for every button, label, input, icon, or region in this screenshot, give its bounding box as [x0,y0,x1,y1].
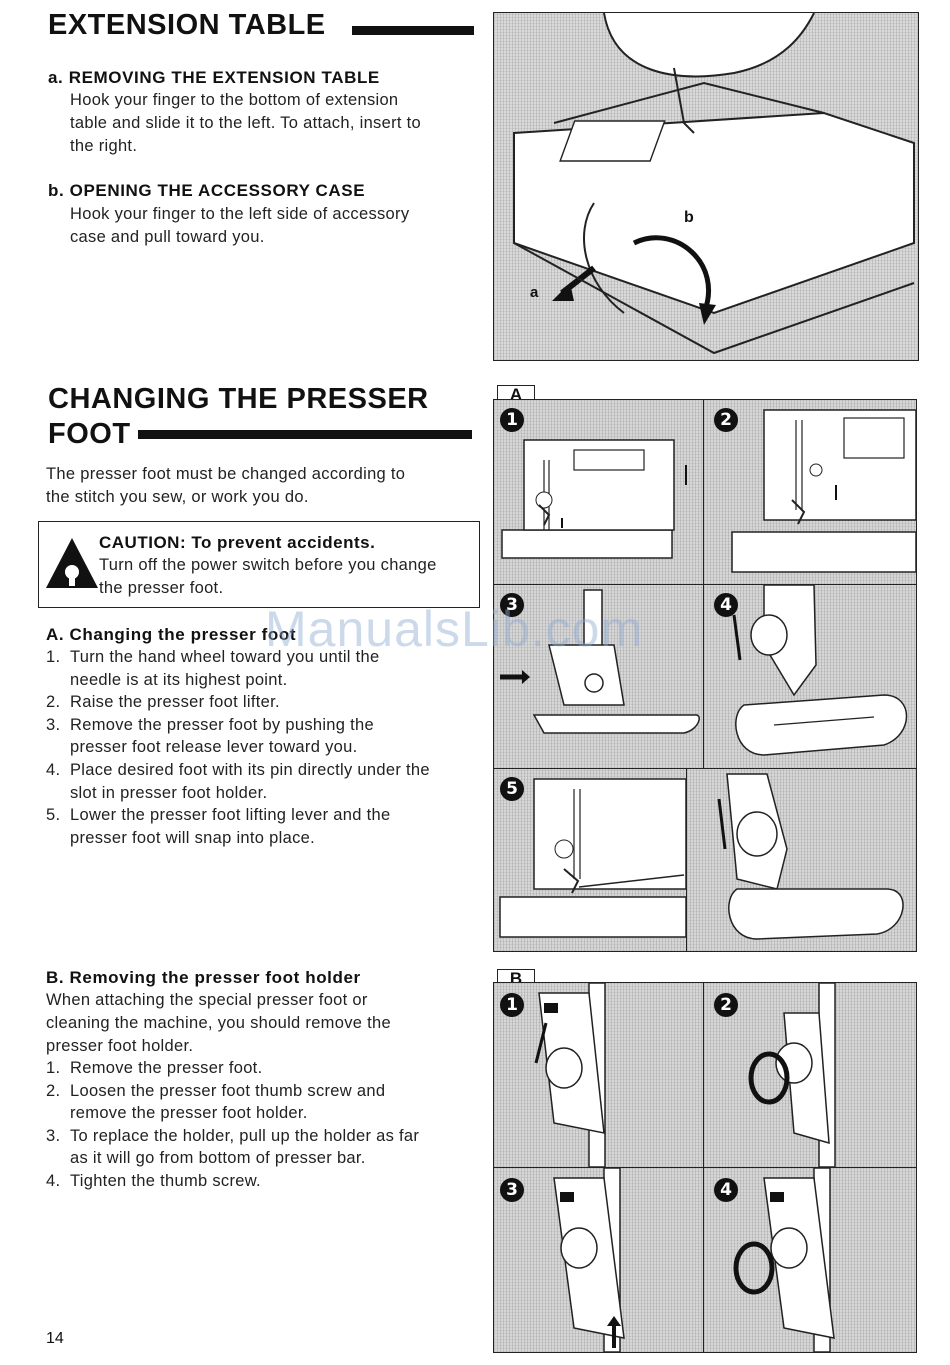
subheading-removing-presser-foot-holder: B. Removing the presser foot holder [46,968,361,987]
list-item: 5.Lower the presser foot lifting lever a… [46,806,391,847]
title-rule [352,26,474,35]
step-number-1-badge: 1 [500,408,524,432]
removing-holder-intro: When attaching the special presser foot … [46,991,391,1055]
machine-front-illustration [499,778,686,938]
page-number: 14 [46,1330,64,1347]
figure-b-step-2: 2 [703,982,917,1168]
watermark: ManualsLib.com [265,601,644,657]
figure-a-step-1: 1 [493,399,705,585]
presser-foot-holder-illustration [534,983,606,1167]
step-number-4-badge: 4 [714,1178,738,1202]
opening-accessory-case-text: Hook your finger to the left side of acc… [70,205,410,246]
figure-a-step-5-closeup [686,768,917,952]
presser-foot-intro: The presser foot must be changed accordi… [46,465,406,506]
removing-extension-table-text: Hook your finger to the bottom of extens… [70,91,421,155]
step-number-5-badge: 5 [500,777,524,801]
step-number-1-badge: 1 [500,993,524,1017]
caution-text: Turn off the power switch before you cha… [99,556,437,597]
figure-b-step-1: 1 [493,982,705,1168]
figure-a-step-4: 4 [703,584,917,769]
extension-table-figure: a b [493,12,919,361]
section-title-changing-presser-foot-line2: FOOT [48,418,131,450]
machine-front-illustration [731,409,916,573]
figure-a-step-2: 2 [703,399,917,585]
figure-label-b: b [684,209,694,226]
title-rule [138,430,472,439]
figure-label-a: a [530,284,539,301]
warning-triangle-icon [46,538,98,588]
figure-a-step-5: 5 [493,768,687,952]
step-number-3-badge: 3 [500,1178,524,1202]
subheading-opening-accessory-case: b. OPENING THE ACCESSORY CASE [48,181,366,200]
presser-foot-holder-illustration [553,1168,625,1352]
step-number-2-badge: 2 [714,408,738,432]
removing-holder-steps: 1.Remove the presser foot. 2.Loosen the … [46,1057,476,1193]
list-item: 1.Remove the presser foot. [46,1059,263,1077]
list-item: 4.Place desired foot with its pin direct… [46,760,430,802]
list-item: 1.Turn the hand wheel toward you until t… [46,648,380,689]
step-number-2-badge: 2 [714,993,738,1017]
presser-foot-holder-illustration [733,1168,835,1352]
presser-foot-holder-illustration [748,983,836,1167]
list-item: 2.Raise the presser foot lifter. [46,693,280,712]
presser-foot-closeup-illustration [717,773,904,940]
subheading-changing-presser-foot: A. Changing the presser foot [46,625,297,644]
list-item: 2.Loosen the presser foot thumb screw an… [46,1081,386,1123]
list-item: 3.To replace the holder, pull up the hol… [46,1126,420,1168]
figure-a-step-3: 3 [493,584,705,769]
list-item: 4.Tighten the thumb screw. [46,1171,261,1190]
list-item: 3.Remove the presser foot by pushing the… [46,715,374,757]
presser-foot-side-illustration [500,589,700,734]
section-title-changing-presser-foot-line1: CHANGING THE PRESSER [48,383,429,415]
machine-front-illustration [501,439,687,559]
sewing-machine-illustration [513,13,915,355]
changing-presser-foot-steps: 1.Turn the hand wheel toward you until t… [46,646,476,849]
caution-box: CAUTION: To prevent accidents. Turn off … [38,521,480,608]
step-number-3-badge: 3 [500,593,524,617]
caution-title: CAUTION: To prevent accidents. [99,533,376,552]
figure-b-step-4: 4 [703,1167,917,1353]
subheading-removing-extension-table: a. REMOVING THE EXTENSION TABLE [48,68,380,87]
step-number-4-badge: 4 [714,593,738,617]
section-title-extension-table: EXTENSION TABLE [48,9,326,41]
presser-foot-closeup-illustration [732,585,908,756]
figure-b-step-3: 3 [493,1167,705,1353]
